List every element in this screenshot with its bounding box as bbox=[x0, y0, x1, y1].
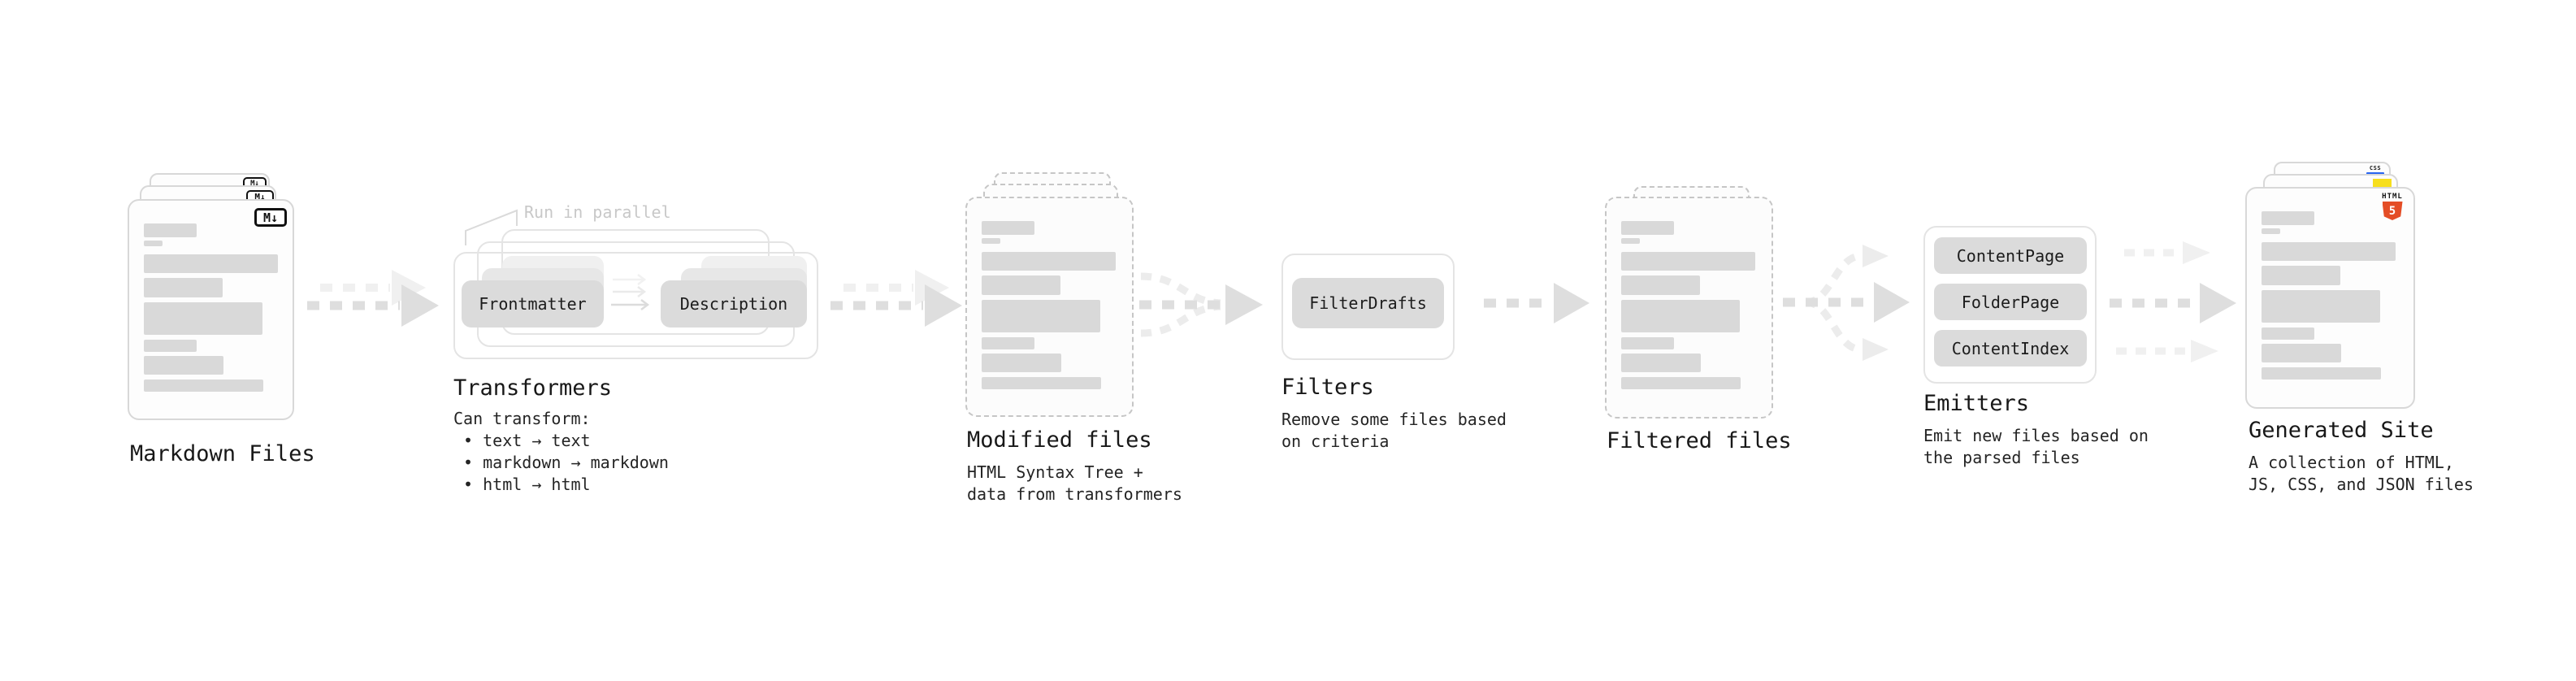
placeholder-line bbox=[144, 241, 163, 246]
html5-icon-shield: 5 bbox=[2382, 202, 2403, 220]
transformer-run-box-front bbox=[453, 252, 818, 359]
placeholder-line bbox=[144, 340, 197, 352]
placeholder-line bbox=[982, 377, 1101, 389]
markdown-icon: M↓ bbox=[254, 208, 287, 227]
parallel-note-leader-line bbox=[465, 209, 518, 245]
emitters-description: Emit new files based on the parsed files bbox=[1923, 426, 2149, 467]
emitters-label: Emitters bbox=[1923, 391, 2030, 416]
placeholder-line bbox=[982, 221, 1034, 235]
placeholder-line bbox=[2262, 327, 2314, 340]
filtered-file-card-front bbox=[1605, 197, 1773, 419]
placeholder-line bbox=[1621, 221, 1674, 235]
flow-arrow-emitters-to-site bbox=[2110, 241, 2236, 362]
frontmatter-transformer-box: Frontmatter bbox=[462, 280, 604, 327]
placeholder-line bbox=[144, 223, 197, 237]
modified-files-label: Modified files bbox=[967, 427, 1152, 453]
site-file-card-html: HTML 5 bbox=[2245, 187, 2415, 409]
emitter-folder-page-box: FolderPage bbox=[1934, 284, 2087, 320]
placeholder-line bbox=[982, 300, 1100, 332]
flow-arrow-markdown-to-transformers bbox=[307, 270, 439, 327]
placeholder-line bbox=[144, 356, 223, 375]
html5-icon-number: 5 bbox=[2388, 204, 2396, 218]
transformer-step-arrows bbox=[611, 274, 650, 310]
placeholder-line bbox=[982, 275, 1060, 295]
placeholder-line bbox=[1621, 300, 1740, 332]
html5-icon: HTML 5 bbox=[2381, 193, 2404, 220]
placeholder-line bbox=[144, 278, 223, 297]
placeholder-line bbox=[1621, 238, 1640, 244]
placeholder-line bbox=[144, 254, 278, 273]
placeholder-line bbox=[144, 302, 262, 335]
html5-icon-text: HTML bbox=[2382, 193, 2403, 201]
placeholder-line bbox=[2262, 228, 2280, 234]
filters-label: Filters bbox=[1281, 375, 1374, 400]
description-transformer-box: Description bbox=[661, 280, 807, 327]
emitter-content-page-box: ContentPage bbox=[1934, 237, 2087, 274]
placeholder-line bbox=[982, 238, 1000, 244]
placeholder-line bbox=[1621, 275, 1700, 295]
css-icon-text: CSS bbox=[2369, 165, 2382, 171]
flow-arrow-filters-to-filtered bbox=[1484, 283, 1589, 323]
placeholder-line bbox=[2262, 242, 2396, 261]
placeholder-line bbox=[144, 380, 263, 392]
placeholder-line bbox=[2262, 290, 2380, 323]
file-content-placeholder bbox=[1607, 198, 1772, 389]
js-icon bbox=[2373, 179, 2392, 189]
placeholder-line bbox=[1621, 354, 1701, 372]
placeholder-line bbox=[982, 337, 1034, 349]
generated-site-label: Generated Site bbox=[2249, 418, 2434, 443]
markdown-file-card-front: M↓ bbox=[128, 199, 294, 420]
run-in-parallel-note: Run in parallel bbox=[524, 202, 671, 222]
flow-arrow-transformers-to-modified bbox=[830, 270, 962, 327]
transformers-description: Can transform: • text → text • markdown … bbox=[453, 409, 669, 494]
generated-site-description: A collection of HTML, JS, CSS, and JSON … bbox=[2249, 453, 2474, 494]
flow-arrow-filtered-to-emitters bbox=[1783, 245, 1910, 361]
placeholder-line bbox=[2262, 211, 2314, 225]
placeholder-line bbox=[982, 354, 1061, 372]
modified-files-description: HTML Syntax Tree + data from transformer… bbox=[967, 462, 1182, 504]
emitter-content-index-box: ContentIndex bbox=[1934, 330, 2087, 367]
filtered-files-label: Filtered files bbox=[1607, 428, 1792, 453]
flow-arrow-modified-to-filters bbox=[1139, 272, 1263, 337]
file-content-placeholder bbox=[129, 201, 293, 392]
transformers-label: Transformers bbox=[453, 375, 613, 401]
placeholder-line bbox=[2262, 367, 2381, 380]
markdown-files-label: Markdown Files bbox=[130, 441, 315, 466]
file-content-placeholder bbox=[967, 198, 1132, 389]
file-content-placeholder bbox=[2247, 189, 2413, 380]
filters-description: Remove some files based on criteria bbox=[1281, 410, 1507, 451]
placeholder-line bbox=[1621, 337, 1674, 349]
placeholder-line bbox=[1621, 252, 1755, 271]
filter-drafts-box: FilterDrafts bbox=[1292, 278, 1444, 328]
placeholder-line bbox=[2262, 344, 2341, 362]
placeholder-line bbox=[1621, 377, 1741, 389]
placeholder-line bbox=[2262, 266, 2340, 285]
modified-file-card-front bbox=[965, 197, 1134, 417]
placeholder-line bbox=[982, 252, 1116, 271]
